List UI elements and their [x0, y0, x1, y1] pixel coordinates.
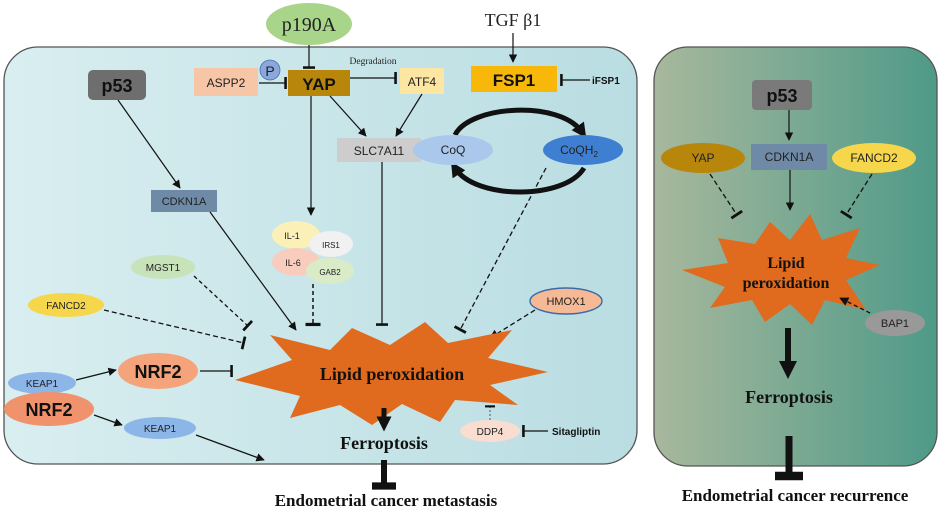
slc7a11-label: SLC7A11	[354, 144, 405, 158]
metastasis-label: Endometrial cancer metastasis	[275, 491, 498, 510]
hmox1-node	[529, 287, 603, 315]
keap1-label-right: KEAP1	[144, 424, 177, 435]
nrf2-label-top: NRF2	[134, 362, 181, 382]
right-lipid-label-line1: Lipid	[767, 255, 804, 272]
mgst1-node	[131, 255, 195, 279]
irs1-label: IRS1	[322, 241, 340, 250]
right-bap1-lipid-arrow	[839, 297, 871, 314]
right-fancd2-label: FANCD2	[850, 151, 898, 165]
degradation-label: Degradation	[350, 57, 397, 67]
right-fancd2-lipid-inhibit	[840, 173, 873, 220]
gab2-label: GAB2	[319, 268, 341, 277]
phosphate-label: P	[265, 63, 274, 79]
right-bap1-node	[865, 310, 925, 336]
nrf2-node-bottom	[4, 392, 94, 426]
cdkn1a-node	[151, 190, 217, 212]
nrf2-node-top	[118, 353, 198, 389]
coq-cycle-top-arrow	[452, 107, 587, 139]
keap1-label-left: KEAP1	[26, 379, 59, 390]
aspp2-label: ASPP2	[207, 76, 246, 90]
p53-cdkn1a-arrow	[117, 99, 181, 189]
tgf-label: TGF β1	[485, 10, 542, 30]
atf4-label: ATF4	[408, 75, 437, 89]
coqh2-label: CoQH2	[560, 143, 598, 159]
fsp1-node	[471, 66, 557, 92]
ddp4-label: DDP4	[477, 427, 504, 438]
coq-label: CoQ	[441, 143, 466, 157]
phosphate-badge	[259, 59, 281, 81]
gab2-node	[306, 258, 354, 284]
nrf2-keap1-arrow	[93, 414, 123, 427]
ferroptosis-label: Ferroptosis	[340, 433, 428, 453]
fancd2-label: FANCD2	[46, 301, 86, 312]
fancd2-node	[28, 293, 104, 317]
right-bap1-label: BAP1	[881, 318, 909, 330]
right-ferroptosis-label: Ferroptosis	[745, 387, 833, 407]
keap1-nrf2-arrow	[75, 367, 117, 381]
keap1-node-right	[124, 417, 196, 439]
coqh2-node	[543, 135, 623, 165]
il6-label: IL-6	[285, 258, 301, 268]
keap1-node-left	[8, 372, 76, 394]
keap1-ferroptosis-arrow	[195, 434, 265, 462]
lipid-peroxidation-burst	[235, 322, 548, 425]
right-yap-label: YAP	[691, 151, 714, 165]
ddp4-node	[460, 420, 520, 442]
yap-node	[288, 70, 350, 96]
il1-label: IL-1	[284, 231, 300, 241]
coqh2-lipid-inhibit	[453, 167, 547, 334]
lipid-peroxidation-label: Lipid peroxidation	[320, 364, 464, 384]
yap-label: YAP	[302, 75, 335, 94]
p53-node	[88, 70, 146, 100]
right-lipid-burst	[682, 214, 880, 325]
cdkn1a-lipid-arrow	[209, 211, 297, 331]
right-p53-node	[752, 80, 812, 110]
right-fancd2-node	[832, 143, 916, 173]
right-yap-lipid-inhibit	[709, 173, 743, 220]
ifsp1-label: iFSP1	[592, 76, 620, 87]
slc7a11-node	[337, 138, 421, 162]
right-lipid-label-line2: peroxidation	[743, 275, 830, 292]
right-cdkn1a-node	[751, 144, 827, 170]
p190a-node	[266, 3, 352, 45]
recurrence-label: Endometrial cancer recurrence	[682, 486, 909, 505]
mgst1-lipid-inhibit	[193, 275, 254, 332]
sitagliptin-label: Sitagliptin	[552, 427, 600, 438]
hmox1-label: HMOX1	[546, 296, 585, 308]
atf4-node	[400, 68, 444, 94]
atf4-slc7a11-arrow	[395, 93, 423, 137]
p53-label: p53	[101, 76, 132, 96]
mgst1-label: MGST1	[146, 263, 181, 274]
il1-node	[272, 221, 320, 249]
right-p53-label: p53	[766, 86, 797, 106]
nrf2-label-bottom: NRF2	[25, 400, 72, 420]
aspp2-node	[194, 68, 258, 96]
yap-slc7a11-arrow	[329, 95, 367, 137]
fsp1-label: FSP1	[493, 71, 536, 90]
p190a-label: p190A	[282, 14, 337, 36]
right-yap-node	[661, 143, 745, 173]
irs1-node	[309, 231, 353, 257]
coq-cycle-bottom-arrow	[451, 161, 587, 195]
right-cdkn1a-label: CDKN1A	[765, 150, 814, 164]
cdkn1a-label: CDKN1A	[162, 196, 207, 208]
coq-node	[413, 135, 493, 165]
